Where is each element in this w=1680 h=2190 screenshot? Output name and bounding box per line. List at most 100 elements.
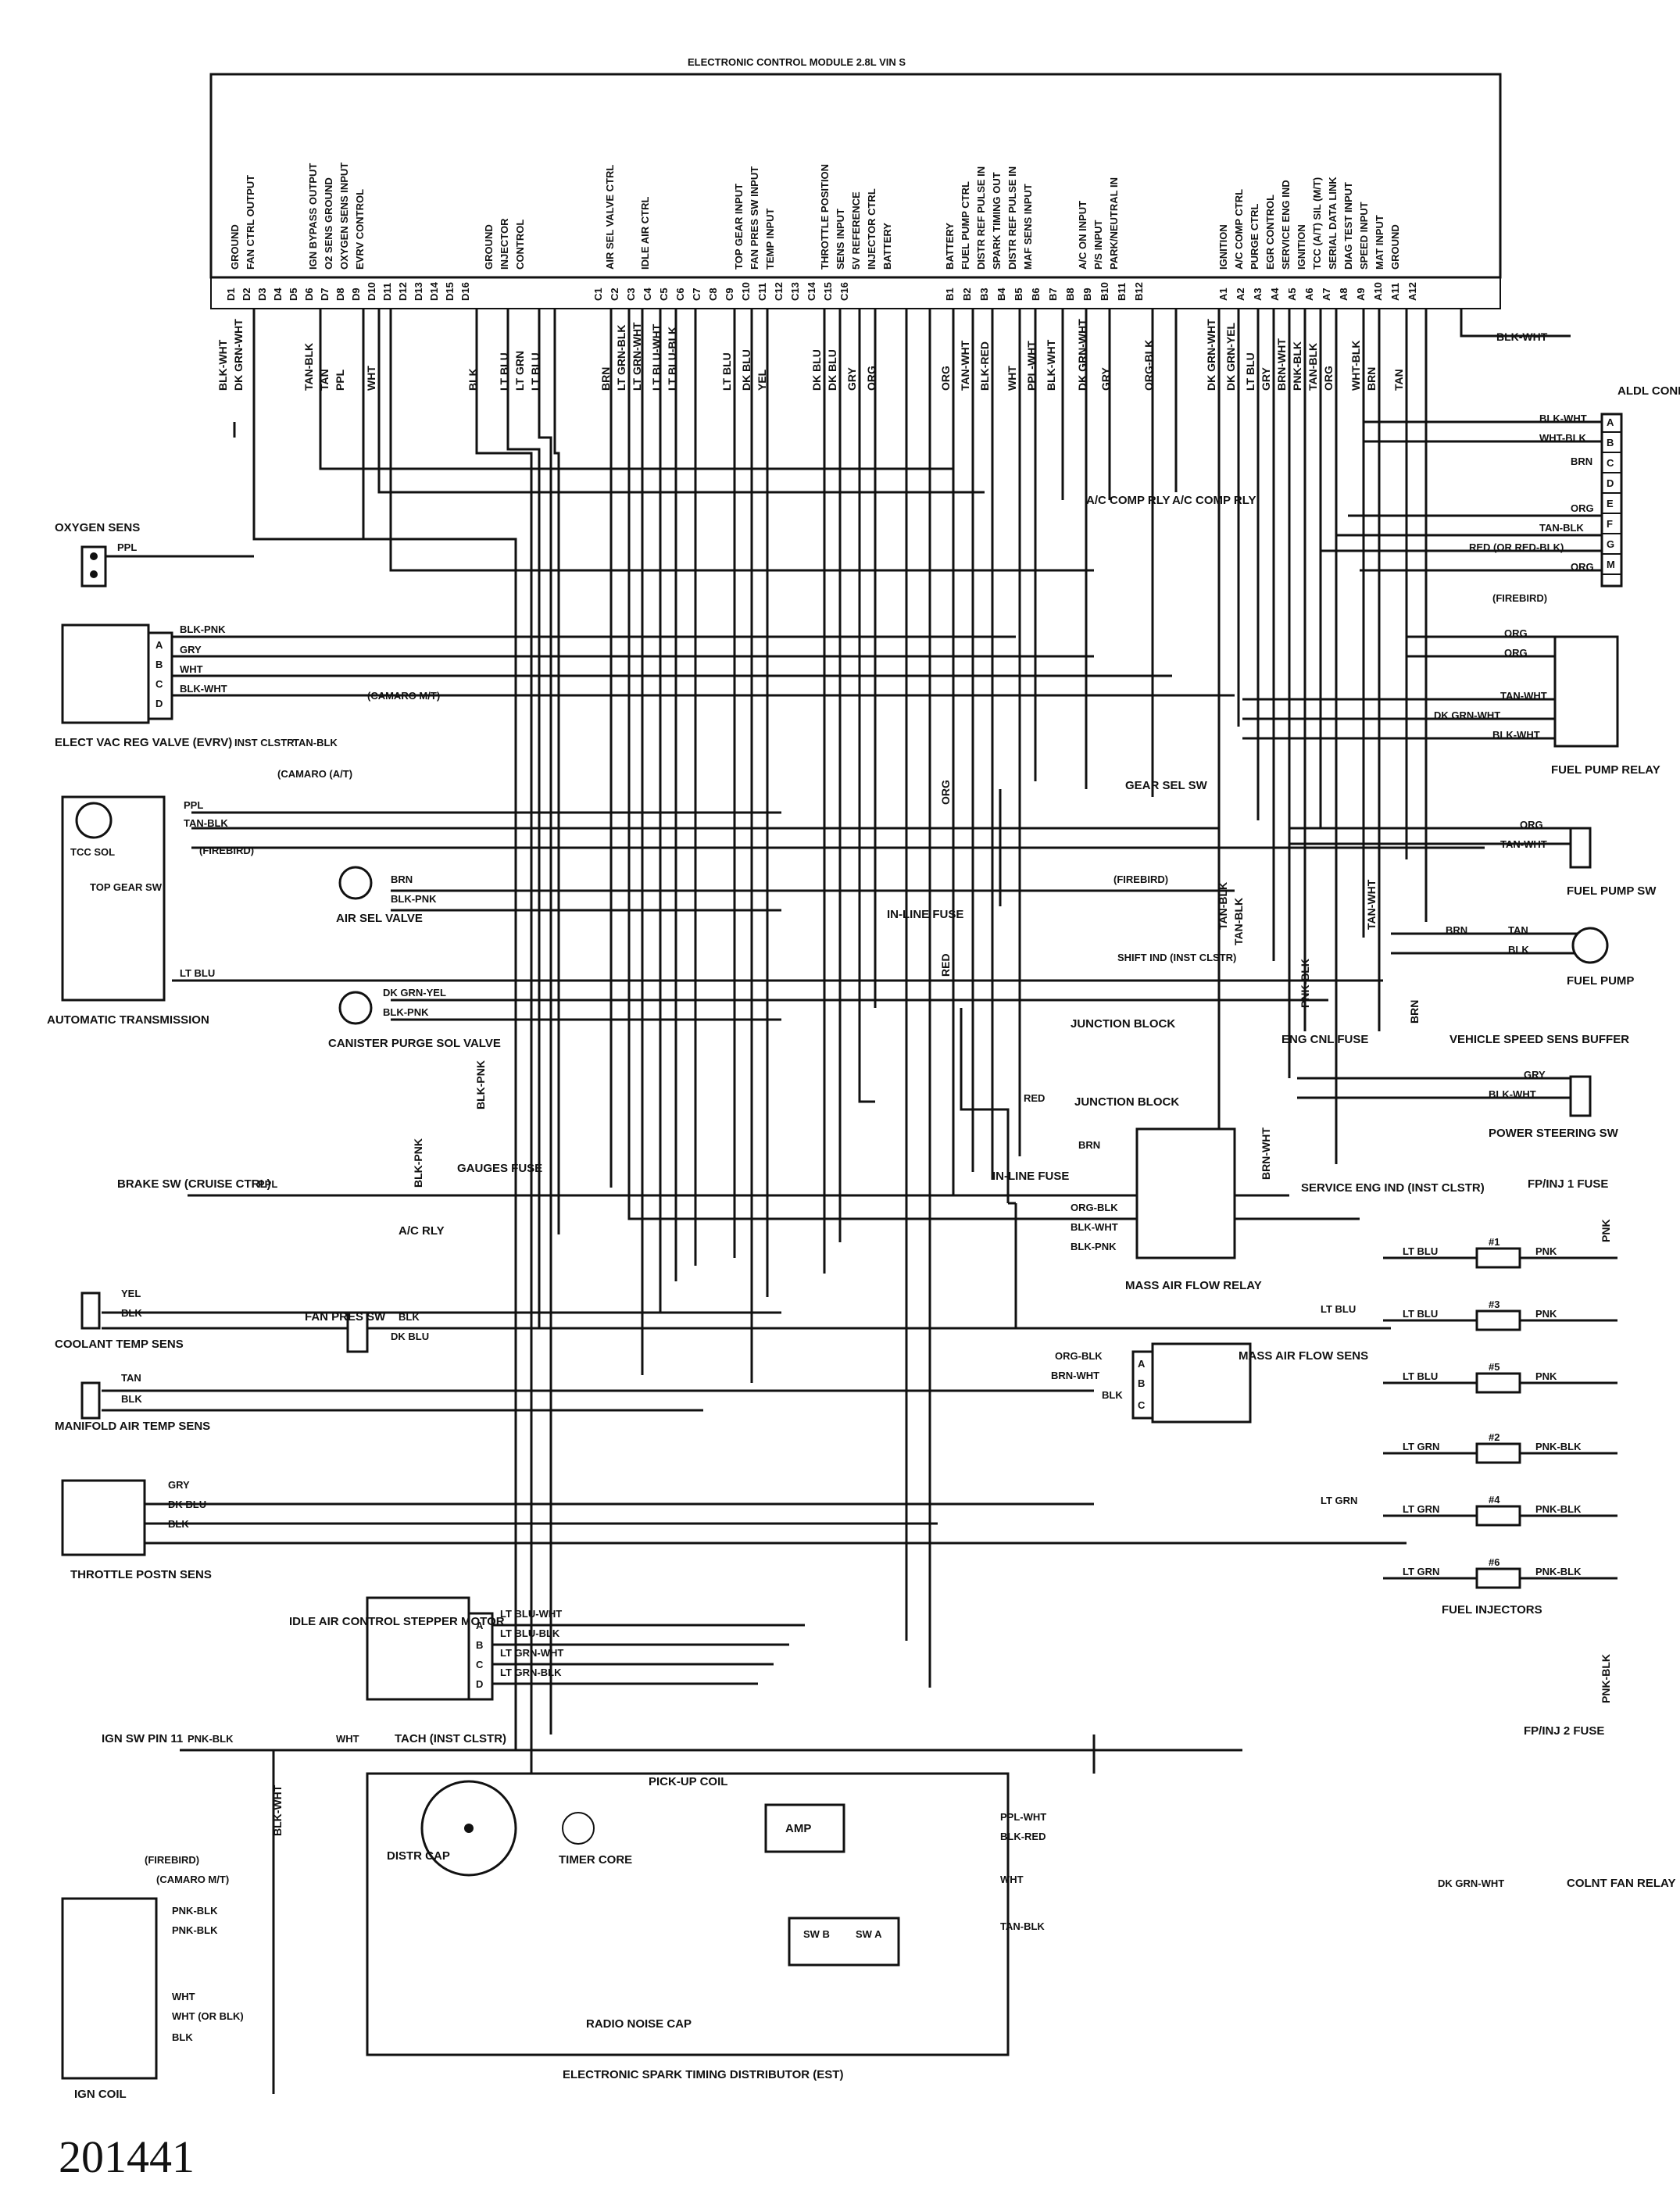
svg-text:C: C xyxy=(1138,1399,1146,1411)
ecm-function-label: BATTERY xyxy=(944,223,956,270)
idle-air-control-motor: A B C D IDLE AIR CONTROL STEPPER MOTOR L… xyxy=(289,1596,563,1701)
wire-ppl-o2: PPL xyxy=(117,541,137,553)
ecm-pin-a1: A1 xyxy=(1217,288,1229,301)
svg-text:TAN-BLK: TAN-BLK xyxy=(1000,1920,1045,1932)
injector-supply-label: PNK-BLK xyxy=(1535,1441,1582,1452)
svg-text:WHT-BLK: WHT-BLK xyxy=(1539,432,1587,444)
ecm-pin-b7: B7 xyxy=(1047,288,1059,301)
ecm-function-label: TOP GEAR INPUT xyxy=(733,184,745,270)
svg-text:BLK-RED: BLK-RED xyxy=(1000,1831,1046,1842)
svg-text:TIMER CORE: TIMER CORE xyxy=(559,1853,632,1867)
ecm-wire-color-label: DK GRN-WHT xyxy=(232,319,245,391)
aldl-pin-g: G xyxy=(1607,538,1614,550)
ecm-function-label: GROUND xyxy=(1389,224,1401,270)
ecm-pin-b2: B2 xyxy=(961,288,973,301)
svg-text:TAN-WHT: TAN-WHT xyxy=(1365,879,1378,930)
svg-text:AMP: AMP xyxy=(785,1822,811,1835)
ecm-wire-color-label: PNK-BLK xyxy=(1291,341,1303,391)
injector-number: #3 xyxy=(1489,1299,1499,1310)
ecm-wire-color-label: DK GRN-WHT xyxy=(1205,319,1217,391)
svg-text:AIR SEL VALVE: AIR SEL VALVE xyxy=(336,912,423,925)
svg-text:YEL: YEL xyxy=(121,1288,141,1299)
ecm-wire-color-label: BRN xyxy=(1365,367,1378,391)
ecm-function-label: GROUND xyxy=(483,224,495,270)
svg-text:TACH (INST CLSTR): TACH (INST CLSTR) xyxy=(395,1732,506,1745)
ecm-function-label: O2 SENS GROUND xyxy=(323,177,334,270)
svg-text:PNK-BLK: PNK-BLK xyxy=(1600,1654,1612,1703)
svg-text:SW B: SW B xyxy=(803,1928,830,1940)
ecm-pin-c11: C11 xyxy=(756,283,768,301)
svg-text:BRAKE SW (CRUISE CTRL): BRAKE SW (CRUISE CTRL) xyxy=(117,1177,271,1191)
harness-routing xyxy=(102,309,1602,2094)
ecm-function-label: IGNITION xyxy=(1296,224,1307,270)
svg-text:A: A xyxy=(476,1620,484,1631)
svg-text:TAN-BLK: TAN-BLK xyxy=(1232,898,1245,945)
ecm-pin-c14: C14 xyxy=(806,281,817,301)
ecm-function-label: PARK/NEUTRAL IN xyxy=(1108,177,1120,270)
ecm-pin-d14: D14 xyxy=(428,281,440,301)
svg-text:BLK-WHT: BLK-WHT xyxy=(1071,1221,1118,1233)
svg-text:BLK-PNK: BLK-PNK xyxy=(412,1138,424,1188)
svg-text:SERVICE ENG IND (INST CLSTR): SERVICE ENG IND (INST CLSTR) xyxy=(1301,1181,1485,1195)
svg-text:AUTOMATIC TRANSMISSION: AUTOMATIC TRANSMISSION xyxy=(47,1013,209,1027)
injector-number: #1 xyxy=(1489,1236,1499,1248)
svg-text:(CAMARO M/T): (CAMARO M/T) xyxy=(367,690,440,702)
ecm-pin-d16: D16 xyxy=(459,282,471,301)
ecm-wire-color-label: BLK-RED xyxy=(978,341,991,391)
svg-text:BRN: BRN xyxy=(1571,456,1592,467)
ecm-pin-c1: C1 xyxy=(592,288,604,301)
svg-text:GAUGES FUSE: GAUGES FUSE xyxy=(457,1162,542,1175)
ecm-wire-color-label: BRN xyxy=(599,367,612,391)
ecm-function-label: INJECTOR CTRL xyxy=(866,188,878,270)
ecm-pin-c13: C13 xyxy=(789,282,801,301)
oxygen-sens-label: OXYGEN SENS xyxy=(55,521,140,534)
ecm-pin-d11: D11 xyxy=(381,283,393,301)
svg-text:(CAMARO M/T): (CAMARO M/T) xyxy=(156,1874,229,1885)
ecm-function-label: CONTROL xyxy=(514,220,526,270)
svg-text:ORG: ORG xyxy=(1504,627,1528,639)
svg-text:BLK: BLK xyxy=(168,1518,189,1530)
svg-text:COOLANT TEMP SENS: COOLANT TEMP SENS xyxy=(55,1338,184,1351)
svg-text:A: A xyxy=(155,639,163,651)
svg-text:BRN-WHT: BRN-WHT xyxy=(1260,1127,1272,1180)
svg-text:MANIFOLD AIR TEMP SENS: MANIFOLD AIR TEMP SENS xyxy=(55,1420,210,1433)
ecm-wire-color-label: WHT xyxy=(1006,366,1018,391)
svg-text:ORG: ORG xyxy=(939,780,952,805)
ecm-pin-d10: D10 xyxy=(366,282,377,301)
ecm-function-label: IGN BYPASS OUTPUT xyxy=(307,163,319,270)
aldl-pin-b: B xyxy=(1607,437,1614,448)
svg-text:BLK-WHT: BLK-WHT xyxy=(180,683,227,695)
svg-text:JUNCTION BLOCK: JUNCTION BLOCK xyxy=(1071,1017,1175,1031)
svg-text:A/C COMP RLY: A/C COMP RLY xyxy=(1086,494,1171,507)
svg-text:GRY: GRY xyxy=(180,644,202,656)
svg-text:(CAMARO (A/T): (CAMARO (A/T) xyxy=(277,768,352,780)
svg-text:PPL: PPL xyxy=(258,1178,277,1190)
ecm-wire-color-label: TAN-WHT xyxy=(959,340,971,391)
svg-text:PNK: PNK xyxy=(1600,1219,1612,1242)
svg-text:BLK-PNK: BLK-PNK xyxy=(383,1006,429,1018)
ecm-pin-a6: A6 xyxy=(1303,288,1315,301)
aldl-pin-a: A xyxy=(1607,416,1614,428)
air-sel-valve: BRN BLK-PNK AIR SEL VALVE xyxy=(336,866,437,925)
injector-feed-label: LT GRN xyxy=(1403,1566,1439,1577)
ecm-wire-color-label: WHT-BLK xyxy=(1349,340,1362,391)
ecm-wire-color-label: YEL xyxy=(756,369,768,391)
ecm-pin-d2: D2 xyxy=(241,288,252,301)
svg-text:TCC SOL: TCC SOL xyxy=(70,846,115,858)
ecm-pin-b8: B8 xyxy=(1064,288,1076,301)
figure-number: 201441 xyxy=(59,2131,195,2182)
ecm-function-label: GROUND xyxy=(229,224,241,270)
svg-text:PICK-UP COIL: PICK-UP COIL xyxy=(649,1775,727,1788)
ecm-title: ELECTRONIC CONTROL MODULE 2.8L VIN S xyxy=(688,56,906,68)
fuel-pump: BRN TAN BLK FUEL PUMP TAN-WHT PNK-BLK EN… xyxy=(1281,879,1634,1046)
ecm-wire-color-label: WHT xyxy=(365,366,377,391)
injector-number: #4 xyxy=(1489,1494,1500,1506)
svg-text:BLK-PNK: BLK-PNK xyxy=(1071,1241,1117,1252)
ecm-function-label: FAN PRES SW INPUT xyxy=(749,166,760,270)
svg-text:BLK-WHT: BLK-WHT xyxy=(1489,1088,1536,1100)
